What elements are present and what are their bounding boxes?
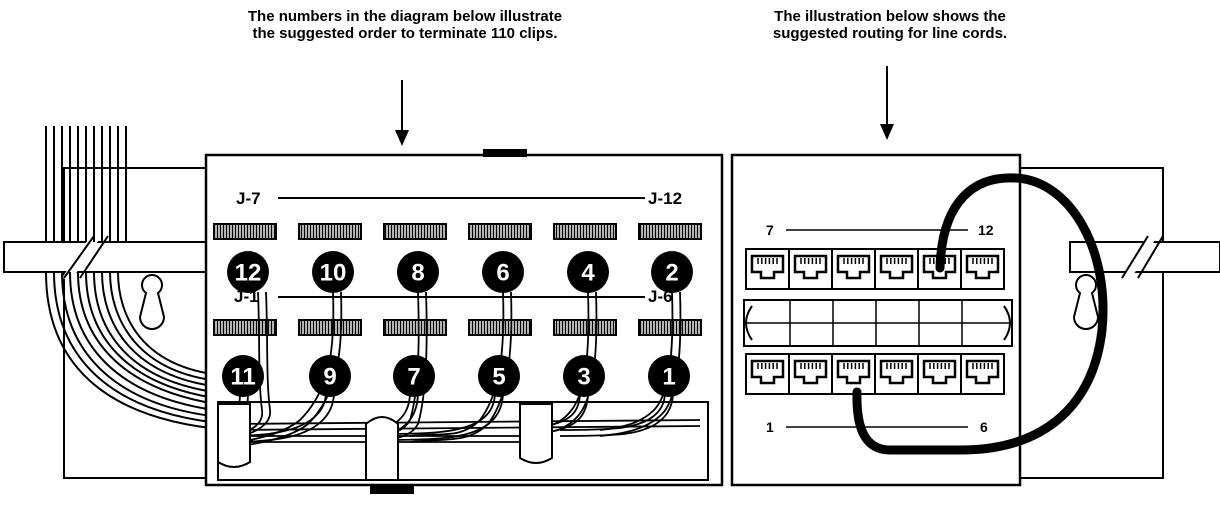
rj-jack [788,248,833,290]
order-number: 6 [496,260,509,287]
order-number: 12 [235,260,262,287]
order-number: 3 [577,364,590,391]
jack-row-top [745,248,1005,290]
order-markers-top: 12 10 8 6 4 2 [227,251,693,293]
order-markers-bottom: 11 9 7 5 3 1 [222,355,690,397]
line-cord [852,173,1108,455]
cable-spool-2 [365,416,399,481]
order-number: 9 [323,364,336,391]
rj-jack [745,248,790,290]
order-number: 10 [320,260,347,287]
label-jack-7: 7 [766,222,774,238]
label-j12: J-12 [648,189,682,208]
cable-channel [217,401,709,481]
cable-spool-1 [217,403,251,468]
order-number: 7 [407,364,420,391]
clip-row-top [213,223,702,240]
order-number: 2 [665,260,678,287]
designation-strip [743,299,1013,347]
label-jack-1: 1 [766,419,774,435]
rj-jack [874,353,919,395]
caption-termination-order: The numbers in the diagram below illustr… [247,8,563,42]
left-keyhole-icon [138,274,166,330]
jack-row-bottom [745,353,1005,395]
rj-jack [788,353,833,395]
caption-line-cord-routing: The illustration below shows the suggest… [772,8,1008,42]
cable-spool-3 [519,403,553,464]
rj-jack [745,353,790,395]
order-number: 5 [492,364,505,391]
panel-clip-top [483,149,527,157]
cable-bundle [45,126,231,431]
right-keyhole-icon [1072,274,1100,330]
order-number: 8 [411,260,424,287]
panel-clip-bottom [370,484,414,494]
clip-row-bottom [213,319,702,336]
arrow-left [395,80,409,146]
order-number: 11 [230,364,255,391]
rj-jack [917,353,962,395]
rj-jack [831,353,876,395]
order-number: 4 [581,260,595,287]
label-j7: J-7 [236,189,261,208]
label-jack-12: 12 [978,222,994,238]
rj-jack [831,248,876,290]
rj-jack [874,248,919,290]
rj-jack [960,353,1005,395]
rj-jack [960,248,1005,290]
arrow-right [880,66,894,140]
label-jack-6: 6 [980,419,988,435]
order-number: 1 [662,364,675,391]
